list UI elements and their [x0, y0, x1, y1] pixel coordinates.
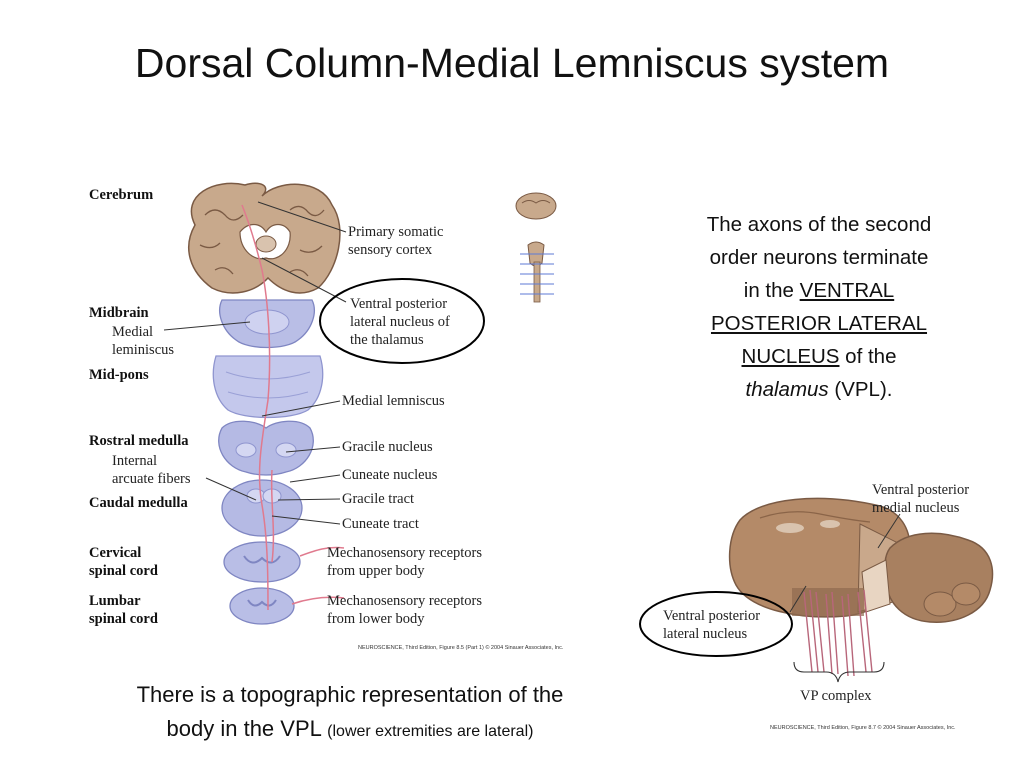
- vpl-highlight-circle: [319, 278, 485, 364]
- pathway-lines: [241, 204, 345, 611]
- level-midpons: Mid-pons: [89, 367, 149, 383]
- midbrain-section: [219, 299, 315, 349]
- vpl-text-line5: NUCLEUS of the: [660, 340, 978, 373]
- label-upper-line1: Mechanosensory receptors: [327, 545, 482, 561]
- left-figure-credit: NEUROSCIENCE, Third Edition, Figure 8.5 …: [358, 644, 564, 651]
- topographic-text: There is a topographic representation of…: [80, 678, 620, 749]
- label-cortex-line1: Primary somatic: [348, 224, 443, 240]
- label-internal-line1: Internal: [112, 453, 157, 469]
- leader-lines: [163, 201, 347, 525]
- label-gracile-nucleus: Gracile nucleus: [342, 439, 433, 455]
- vpl-text-thalamus: thalamus: [745, 378, 829, 401]
- label-lower-line2: from lower body: [327, 611, 425, 627]
- level-lumbar-line1: Lumbar: [89, 593, 141, 609]
- label-vpm-line1: Ventral posterior: [872, 482, 969, 498]
- left-figure: Cerebrum Midbrain Mid-pons Rostral medul…: [89, 182, 564, 651]
- label-vpl-line2: lateral nucleus of: [350, 314, 450, 330]
- right-figure-credit: NEUROSCIENCE, Third Edition, Figure 8.7 …: [770, 724, 956, 731]
- label-medial-line2: leminiscus: [112, 342, 174, 358]
- label-cuneate-nucleus: Cuneate nucleus: [342, 467, 438, 483]
- topographic-line2-small: (lower extremities are lateral): [327, 723, 534, 740]
- label-upper-line2: from upper body: [327, 563, 425, 579]
- label-vpl-line1: Ventral posterior: [350, 296, 447, 312]
- vpl-text-line3: in the VENTRAL: [660, 274, 978, 307]
- vpl-text-line2: order neurons terminate: [709, 246, 929, 269]
- vpl-text-line3-pre: in the: [743, 279, 800, 302]
- label-lower-line1: Mechanosensory receptors: [327, 593, 482, 609]
- level-lumbar-line2: spinal cord: [89, 611, 158, 627]
- vpl-text-nucleus: NUCLEUS: [741, 345, 840, 368]
- label-cortex-line2: sensory cortex: [348, 242, 433, 258]
- vpl-text-line6-post: (VPL).: [828, 378, 893, 401]
- topographic-line1: There is a topographic representation of…: [136, 682, 564, 707]
- level-cerebrum: Cerebrum: [89, 187, 153, 203]
- topographic-line2-main: body in the VPL: [166, 716, 328, 741]
- label-cuneate-tract: Cuneate tract: [342, 516, 419, 532]
- orientation-minimaps: [515, 192, 557, 303]
- label-medial-lemniscus: Medial lemniscus: [342, 393, 445, 409]
- cervical-cord-section: [223, 541, 301, 583]
- label-vpl-right-line2: lateral nucleus: [663, 626, 747, 642]
- label-gracile-tract: Gracile tract: [342, 491, 414, 507]
- rostral-medulla-section: [218, 420, 314, 476]
- vpl-text-line5-post: of the: [839, 345, 897, 368]
- label-vpl-right-line1: Ventral posterior: [663, 608, 760, 624]
- vpl-right-highlight-circle: [639, 591, 793, 657]
- lumbar-cord-section: [229, 587, 295, 625]
- midpons-section: [212, 355, 324, 419]
- label-internal-line2: arcuate fibers: [112, 471, 191, 487]
- level-cervical-line1: Cervical: [89, 545, 141, 561]
- slide-title: Dorsal Column-Medial Lemniscus system: [134, 40, 890, 86]
- level-caudal-medulla: Caudal medulla: [89, 495, 188, 511]
- level-midbrain: Midbrain: [89, 305, 149, 321]
- vpl-text-line6: thalamus (VPL).: [660, 373, 978, 406]
- vpl-explanation-text: The axons of the second order neurons te…: [660, 208, 978, 406]
- vpl-text-line4: POSTERIOR LATERAL: [660, 307, 978, 340]
- thalamus-fibers: [803, 589, 873, 677]
- cerebrum-section: [187, 182, 341, 294]
- level-cervical-line2: spinal cord: [89, 563, 158, 579]
- label-vpm-line2: medial nucleus: [872, 500, 960, 516]
- vpl-text-line1: The axons of the second: [706, 213, 932, 236]
- label-medial-line1: Medial: [112, 324, 153, 340]
- topographic-line2: body in the VPL (lower extremities are l…: [80, 712, 620, 749]
- label-vpl-line3: the thalamus: [350, 332, 424, 348]
- vpl-text-posterior-lateral: POSTERIOR LATERAL: [710, 312, 928, 335]
- vpl-text-ventral: VENTRAL: [799, 279, 895, 302]
- right-figure: Ventral posterior medial nucleus Ventral…: [639, 482, 994, 731]
- level-rostral-medulla: Rostral medulla: [89, 433, 189, 449]
- label-vp-complex: VP complex: [800, 688, 872, 704]
